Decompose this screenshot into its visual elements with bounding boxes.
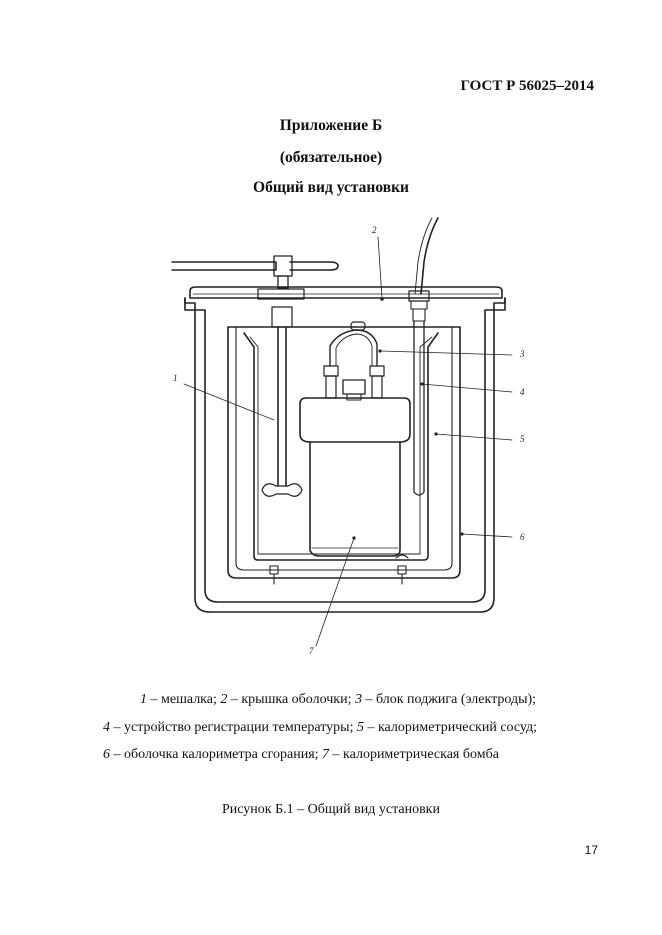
calorimeter-diagram: 1 2 3 4 5 6 7	[171, 217, 525, 656]
calorimetric-vessel	[243, 332, 439, 561]
inner-compartment	[227, 326, 461, 579]
legend-text-3: – блок поджига (электроды);	[361, 692, 537, 707]
stirrer-blade	[261, 483, 303, 497]
label-part-7: 7	[309, 646, 314, 656]
legend-num-3: 3	[354, 692, 362, 707]
legend-num-2: 2	[220, 692, 228, 707]
label-part-2: 2	[372, 225, 377, 235]
legend-line-3: 6 – оболочка калориметра сгорания; 7 – к…	[103, 747, 499, 763]
legend-text-2: – крышка оболочки;	[227, 692, 355, 707]
legend-num-1: 1	[140, 692, 147, 707]
figure-caption: Рисунок Б.1 – Общий вид установки	[222, 802, 440, 817]
thermometer-probe	[413, 320, 425, 496]
page-number: 17	[584, 843, 598, 857]
stirrer-drive-belt	[171, 261, 277, 271]
legend-text-7: – калориметрическая бомба	[329, 747, 499, 762]
jacket-flange-right	[484, 297, 506, 313]
stirrer-shaft	[277, 326, 287, 487]
bomb-head	[299, 397, 411, 443]
legend-text-6: – оболочка калориметра сгорания;	[110, 747, 323, 762]
label-part-5: 5	[520, 434, 525, 444]
appendix-subtitle: Общий вид установки	[253, 179, 409, 196]
jacket-flange-left	[184, 297, 206, 313]
label-part-6: 6	[520, 532, 525, 542]
legend-text-1: – мешалка;	[147, 692, 221, 707]
label-part-1: 1	[173, 373, 178, 383]
appendix-status: (обязательное)	[279, 149, 383, 166]
legend-num-7: 7	[322, 747, 330, 762]
ignition-wire	[329, 329, 378, 367]
legend-line-1: 1 – мешалка; 2 – крышка оболочки; 3 – бл…	[140, 692, 536, 708]
legend-num-5: 5	[356, 720, 364, 735]
appendix-title: Приложение Б	[279, 117, 383, 134]
legend-num-6: 6	[103, 747, 110, 762]
label-part-3: 3	[519, 349, 525, 359]
label-part-4: 4	[520, 387, 525, 397]
bomb-body	[309, 441, 401, 557]
legend-line-2: 4 – устройство регистрации температуры; …	[103, 720, 537, 736]
jacket-outer-wall	[184, 297, 506, 613]
jacket-lid	[189, 286, 503, 299]
thermometer-cable	[420, 217, 439, 295]
legend-text-4: – устройство регистрации температуры;	[110, 720, 357, 735]
jacket-inner-wall	[204, 311, 486, 603]
standard-designation: ГОСТ Р 56025–2014	[460, 78, 594, 94]
legend-text-5: – калориметрический сосуд;	[363, 720, 538, 735]
legend-num-4: 4	[103, 720, 110, 735]
